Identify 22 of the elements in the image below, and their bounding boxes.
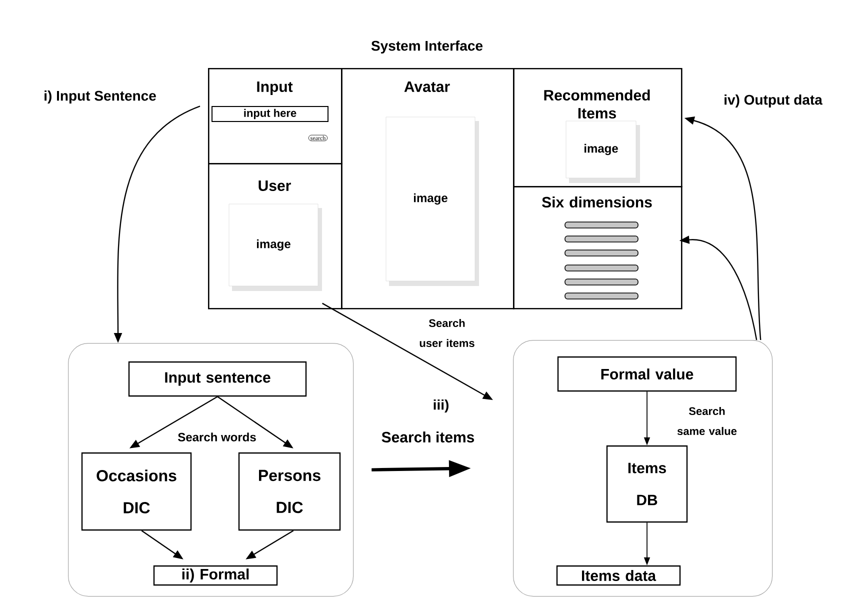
process-box: Persons DIC (238, 452, 341, 531)
edge-label: i) Input Sentence (42, 89, 158, 105)
process-box: Items data (556, 565, 681, 586)
edge-label: Search items (380, 430, 476, 444)
image-card: image (386, 116, 479, 286)
interface-panel: Six dimensions (513, 186, 682, 310)
rounded-panel (513, 340, 773, 597)
edge-label: iv) Output data (722, 93, 824, 109)
process-box: Items DB (606, 445, 688, 523)
edge-label: Search same value (671, 406, 743, 436)
process-box: Input sentence (128, 361, 307, 397)
image-card: image (228, 204, 322, 291)
input-field: input here (212, 106, 328, 122)
title: System Interface (371, 40, 483, 54)
image-card: image (566, 120, 640, 183)
process-box: Occasions DIC (81, 452, 192, 531)
edge-label: Search user items (412, 318, 482, 348)
rounded-panel (68, 343, 354, 597)
step-label: iii) (434, 399, 448, 413)
edge-label: Search words (176, 432, 258, 442)
process-box: ii) Formal (153, 565, 278, 586)
process-box: Formal value (557, 356, 737, 392)
